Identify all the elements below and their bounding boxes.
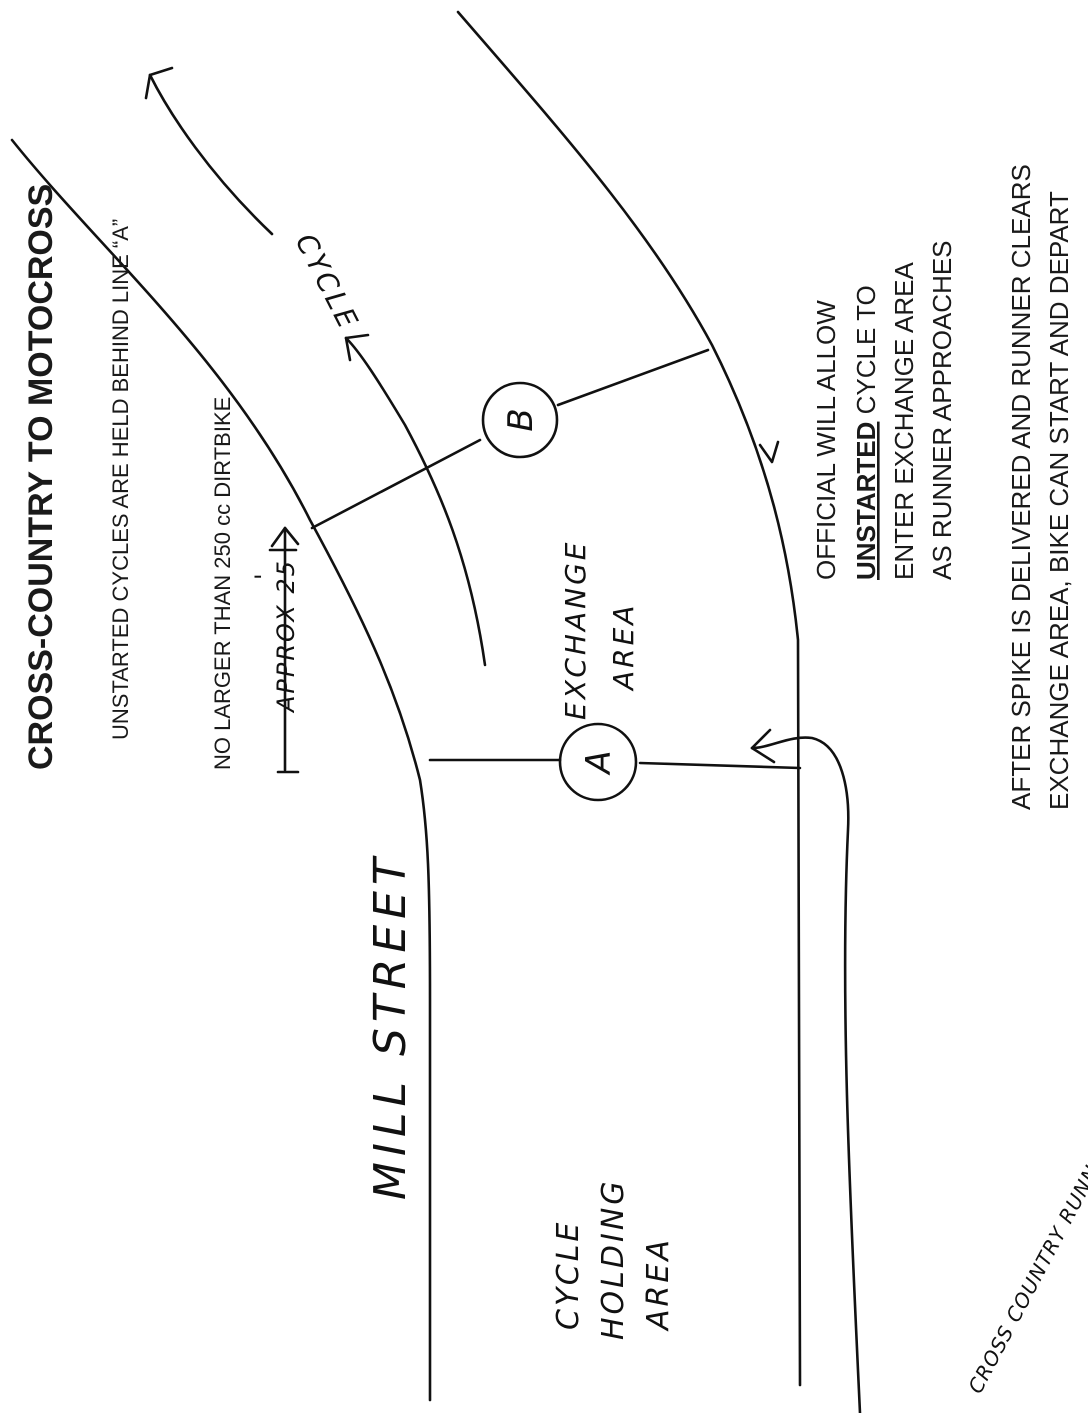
note-official-line4: AS RUNNER APPROACHES: [927, 240, 957, 580]
approx-arrowhead: [270, 526, 300, 548]
note-official-line1: OFFICIAL WILL ALLOW: [811, 300, 841, 580]
road-direction-tick: [758, 440, 780, 464]
line-a-label: A: [579, 750, 619, 775]
approx-label: APPROX 25: [272, 559, 300, 714]
approx-feet-mark: ': [250, 573, 278, 580]
line-a-circle: [558, 722, 638, 802]
note-official-cycle-to: CYCLE TO: [851, 285, 881, 421]
exchange-label-line1: EXCHANGE: [559, 540, 592, 720]
note-held-behind: UNSTARTED CYCLES ARE HELD BEHIND LINE “A…: [108, 219, 133, 740]
runner-path: [750, 736, 862, 1413]
runner-label: CROSS COUNTRY RUNNER: [963, 1136, 1088, 1398]
exchange-label-line2: AREA: [607, 603, 640, 692]
line-b-left: [310, 438, 482, 530]
note-depart-line2: EXCHANGE AREA, BIKE CAN START AND DEPART: [1044, 191, 1074, 810]
cycle-lane-upper: [148, 73, 274, 236]
note-size-limit: NO LARGER THAN 250 cc DIRTBIKE: [210, 397, 235, 770]
cycle-arrowhead-mid: [344, 333, 370, 362]
holding-label-line1: CYCLE: [551, 1220, 586, 1330]
road-top-edge: [10, 138, 432, 1402]
runner-arrowhead: [750, 728, 776, 764]
line-b-label: B: [501, 408, 541, 431]
street-label: MILL STREET: [365, 852, 416, 1200]
holding-label-line2: HOLDING: [596, 1178, 631, 1340]
line-a-right: [638, 761, 802, 770]
cycle-lane-line: [344, 336, 487, 667]
line-b-right: [556, 348, 710, 407]
holding-label-line3: AREA: [641, 1237, 676, 1332]
diagram-title: CROSS-COUNTRY TO MOTOCROSS: [22, 184, 60, 770]
note-depart-line1: AFTER SPIKE IS DELIVERED AND RUNNER CLEA…: [1006, 164, 1036, 810]
cycle-label: CYCLE: [289, 228, 366, 336]
note-official-line2: UNSTARTED CYCLE TO: [851, 285, 881, 580]
cycle-arrowhead-top: [144, 66, 174, 100]
note-official-line3: ENTER EXCHANGE AREA: [889, 261, 919, 580]
line-b-circle: [481, 381, 559, 459]
note-official-unstarted: UNSTARTED: [851, 422, 881, 580]
